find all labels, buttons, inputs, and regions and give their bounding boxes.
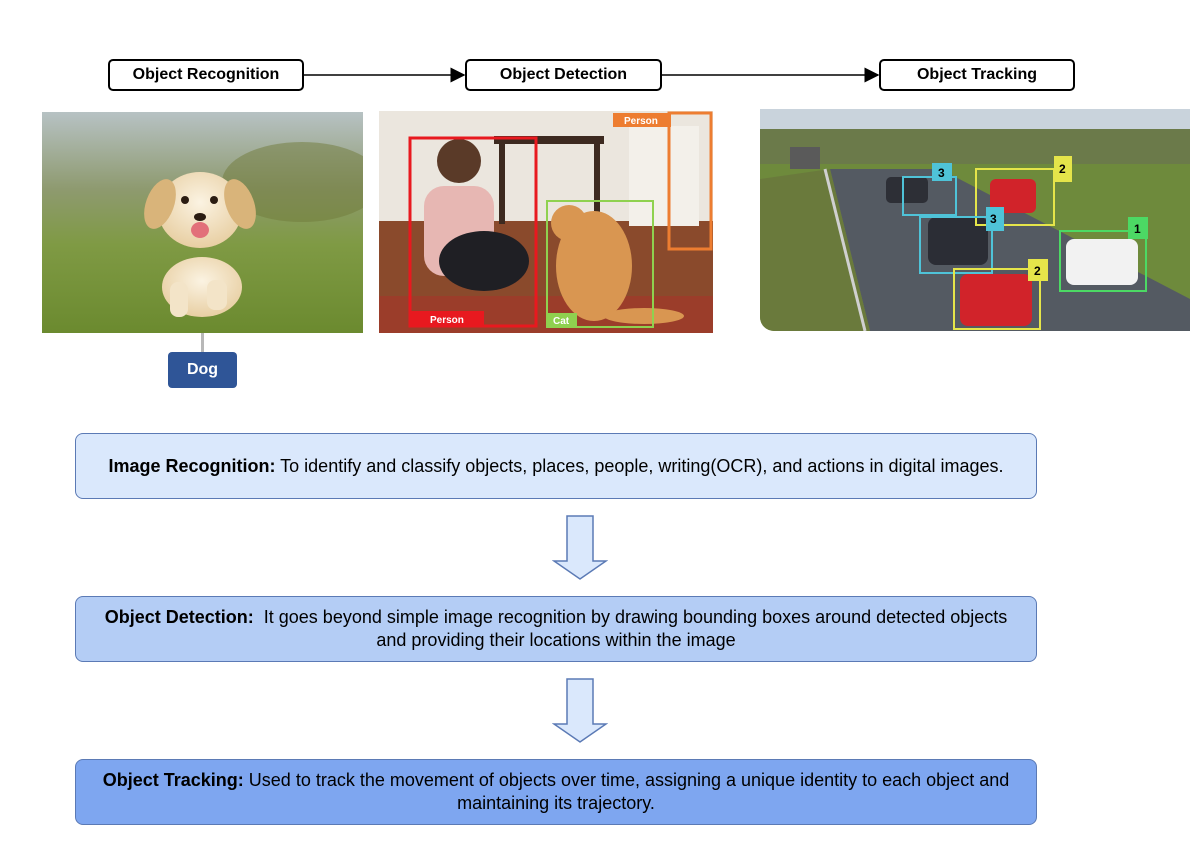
dog-label-connector (201, 333, 204, 353)
desc-text: Used to track the movement of objects ov… (243, 770, 1010, 813)
bbox-cat (546, 200, 654, 328)
stage-object-tracking: Object Tracking (879, 59, 1075, 91)
bbox-cat-label: Cat (553, 316, 570, 327)
down-arrow-1 (552, 515, 608, 580)
track-box-2-top (975, 168, 1055, 226)
track-box-1 (1059, 230, 1147, 292)
track-box-3-mid (919, 216, 993, 274)
track-id-label: 3 (990, 212, 997, 226)
tracking-image: 3 2 3 1 2 (760, 109, 1190, 331)
bbox-person-main-label: Person (430, 315, 464, 326)
stage-object-recognition: Object Recognition (108, 59, 304, 91)
dog-class-label: Dog (168, 352, 237, 388)
desc-text: To identify and classify objects, places… (275, 455, 1004, 476)
desc-object-tracking: Object Tracking: Used to track the movem… (75, 759, 1037, 825)
track-box-3-top (902, 176, 957, 216)
bbox-person-side (667, 111, 713, 251)
desc-term: Image Recognition: (108, 455, 276, 476)
desc-text: It goes beyond simple image recognition … (253, 607, 1013, 650)
track-id-label: 2 (1059, 162, 1066, 176)
detection-image: Person Person Cat (379, 111, 713, 333)
track-box-2-bottom (953, 268, 1041, 330)
track-id-label: 3 (938, 166, 945, 180)
stage-object-detection: Object Detection (465, 59, 662, 91)
pipeline-arrows (304, 67, 880, 83)
bbox-person-side-label-bg (613, 113, 671, 127)
track-id-label: 2 (1034, 264, 1041, 278)
desc-image-recognition: Image Recognition: To identify and class… (75, 433, 1037, 499)
desc-term: Object Detection: (104, 607, 254, 627)
bbox-cat-label-bg (547, 313, 577, 327)
down-arrow-2 (552, 678, 608, 743)
bbox-person-side-label: Person (624, 116, 658, 127)
recognition-image (42, 112, 363, 333)
track-id-label: 1 (1134, 222, 1141, 236)
desc-term: Object Tracking: (102, 770, 244, 790)
dog-figure (144, 172, 256, 317)
bbox-person-main-label-bg (410, 311, 484, 327)
desc-object-detection: Object Detection: It goes beyond simple … (75, 596, 1037, 662)
